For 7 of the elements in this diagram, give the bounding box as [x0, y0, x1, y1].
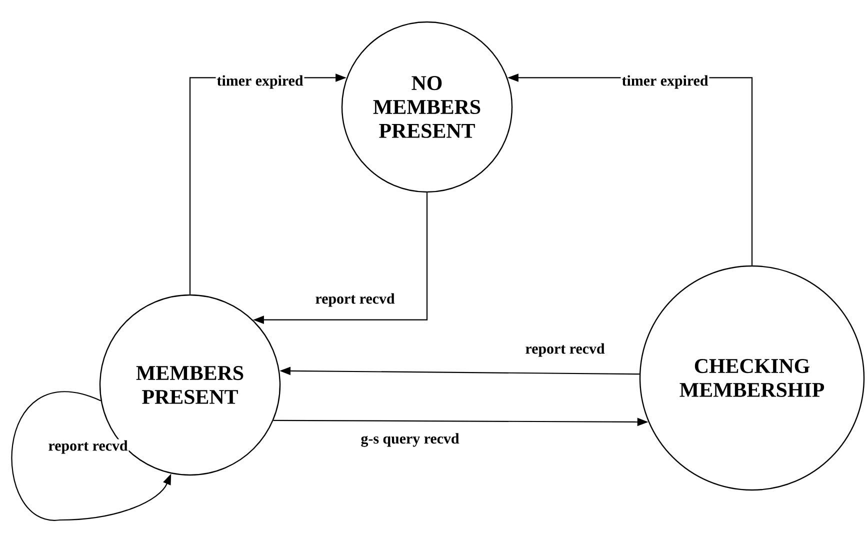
edge-label: timer expired [216, 74, 304, 90]
edge-label: report recvd [47, 439, 129, 455]
arrow [11, 392, 172, 521]
edge-label: g-s query recvd [360, 432, 460, 448]
edge-label: report recvd [314, 292, 396, 308]
edge-label: report recvd [524, 342, 606, 358]
edge-label: timer expired [620, 74, 710, 90]
